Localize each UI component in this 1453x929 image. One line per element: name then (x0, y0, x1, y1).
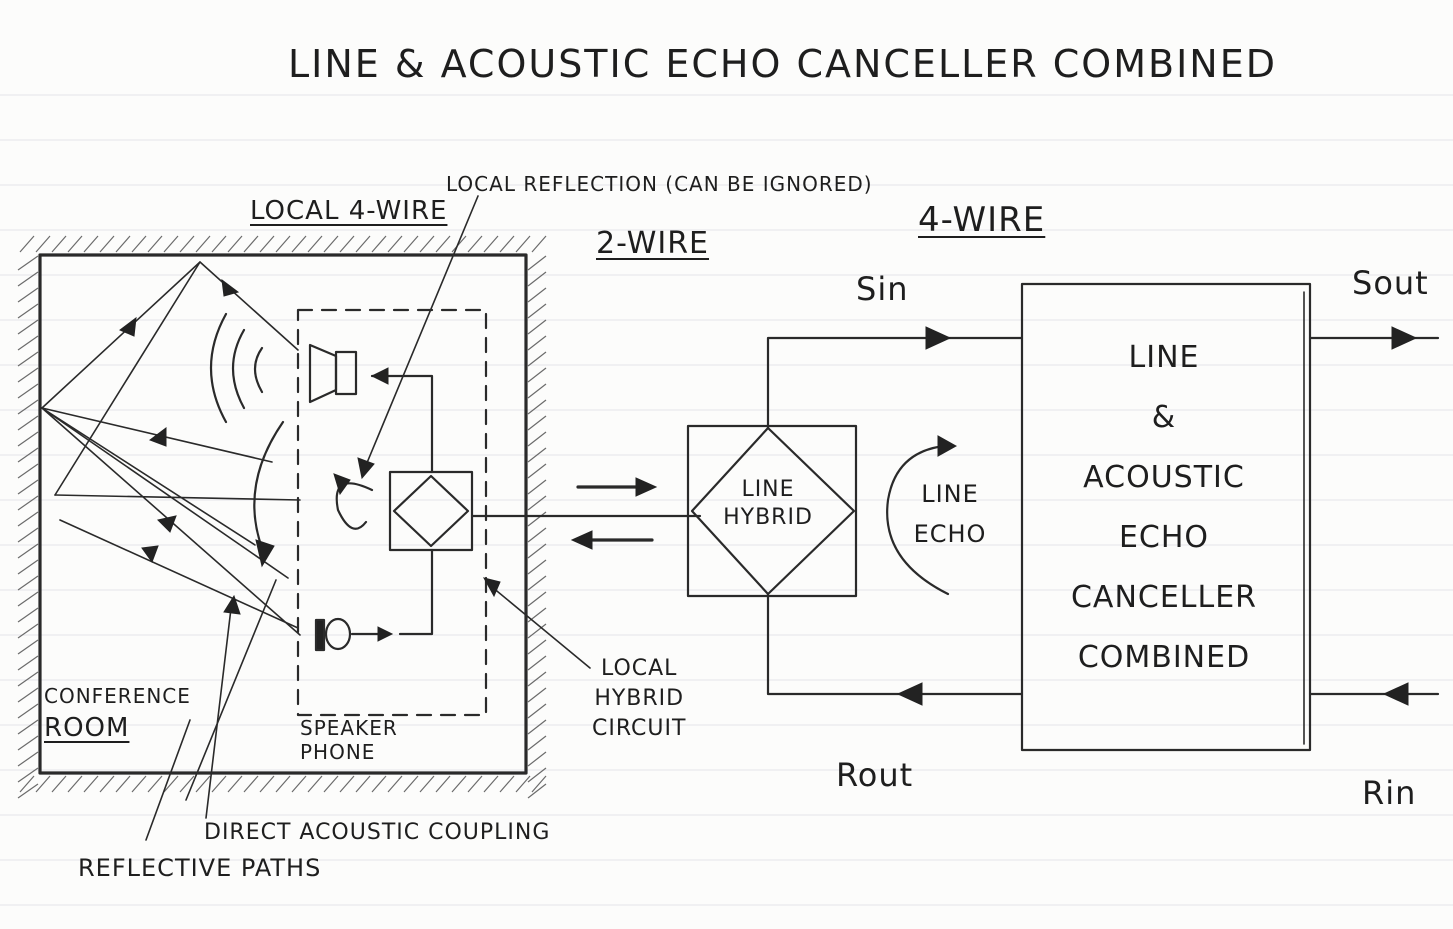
label-4-wire: 4-WIRE (918, 200, 1046, 240)
label-sin: Sin (856, 270, 909, 308)
local-reflection-curl-arrow (333, 473, 351, 496)
local-hybrid-icon (388, 470, 474, 552)
loudspeaker-icon (308, 343, 358, 404)
line-echo-curl (886, 444, 950, 596)
line-hybrid-label-line1: LINE (741, 477, 795, 502)
line-hybrid-label-line2: HYBRID (723, 505, 813, 530)
local-hybrid-circuit-label-line2: HYBRID (594, 686, 685, 711)
speaker-phone-wiring (370, 374, 702, 636)
diagram-title: LINE & ACOUSTIC ECHO CANCELLER COMBINED (288, 42, 1277, 86)
speaker-phone-label-line1: SPEAKER (300, 716, 398, 740)
canceller-label-line2: & (1151, 400, 1177, 435)
label-rout: Rout (836, 756, 914, 794)
local-hybrid-circuit-label-line1: LOCAL (600, 656, 678, 681)
canceller-label: LINE & ACOUSTIC ECHO CANCELLER COMBINED (1030, 328, 1298, 688)
canceller-label-line5: CANCELLER (1070, 580, 1258, 615)
label-local-reflection: LOCAL REFLECTION (CAN BE IGNORED) (446, 172, 873, 196)
reflective-paths (41, 261, 301, 636)
annotation-leaders (145, 195, 591, 841)
microphone-icon (314, 617, 380, 652)
canceller-label-line3: ACOUSTIC (1083, 460, 1245, 495)
mic-arrow (377, 626, 394, 642)
label-local-4-wire: LOCAL 4-WIRE (250, 196, 448, 226)
four-wire-arrows (896, 326, 1418, 706)
canceller-label-line1: LINE (1128, 340, 1200, 375)
speaker-feed-arrow (370, 367, 389, 385)
line-hybrid-label: LINE HYBRID (716, 476, 820, 532)
speaker-phone-label: SPEAKER PHONE (300, 716, 398, 764)
local-hybrid-circuit-label-line3: CIRCUIT (592, 716, 687, 741)
canceller-label-line4: ECHO (1118, 520, 1210, 555)
conference-room-label-line2: ROOM (44, 713, 130, 743)
conference-room-walls (17, 235, 547, 799)
direct-coupling-arrow (255, 539, 275, 568)
reflective-paths-label: REFLECTIVE PATHS (78, 854, 322, 882)
label-rin: Rin (1362, 774, 1417, 812)
label-2-wire: 2-WIRE (596, 226, 710, 261)
line-echo-label-line2: ECHO (913, 520, 987, 548)
canceller-label-line6: COMBINED (1077, 640, 1251, 675)
line-echo-label: LINE ECHO (900, 474, 1000, 554)
speaker-phone-label-line2: PHONE (300, 740, 376, 764)
label-sout: Sout (1352, 264, 1429, 302)
two-wire-direction-arrows (570, 477, 658, 550)
local-hybrid-circuit-label: LOCAL HYBRID CIRCUIT (592, 654, 686, 744)
direct-acoustic-coupling-label: DIRECT ACOUSTIC COUPLING (204, 820, 551, 845)
line-echo-label-line1: LINE (921, 480, 979, 508)
local-reflection-curl (335, 482, 374, 530)
canceller-block (1020, 282, 1312, 752)
speaker-phone-outline (296, 308, 488, 717)
hybrid-leader-arrow (483, 577, 501, 598)
reflection-leader-arrow (357, 457, 375, 480)
conference-room-label-line1: CONFERENCE (44, 684, 191, 708)
coupling-leader-arrow (223, 594, 241, 615)
reflective-path-arrows (119, 278, 240, 564)
line-echo-arrow (937, 435, 958, 457)
conference-room-label: CONFERENCE ROOM (44, 680, 191, 744)
sound-waves (210, 312, 285, 560)
